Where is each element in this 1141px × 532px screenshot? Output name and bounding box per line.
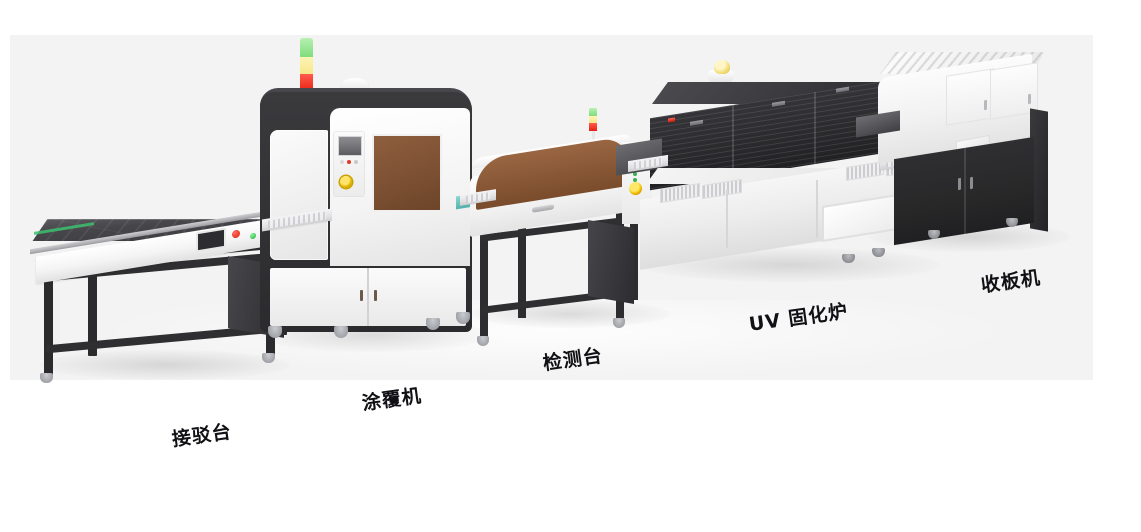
stack-light-red bbox=[300, 74, 313, 92]
collector-lower-handle-right[interactable] bbox=[970, 176, 973, 190]
pilot-lamp-gray[interactable] bbox=[354, 160, 358, 164]
machine-uv-curing-oven[interactable] bbox=[616, 60, 946, 270]
oven-foot-right bbox=[872, 248, 885, 257]
caster-front-mid bbox=[334, 326, 348, 338]
table-leg-back-right bbox=[630, 196, 638, 300]
table-foot-front-left bbox=[40, 373, 53, 383]
table-leg-back-left bbox=[518, 214, 526, 318]
table-leg-back-left bbox=[88, 251, 97, 356]
collector-lower-handle-left[interactable] bbox=[958, 177, 961, 191]
stack-light-green bbox=[589, 108, 597, 116]
emergency-stop-button[interactable] bbox=[340, 176, 352, 188]
link-conveyor-grille bbox=[466, 192, 490, 203]
pilot-lamp-red[interactable] bbox=[347, 160, 351, 164]
table-leg-front-left bbox=[44, 260, 53, 378]
pilot-lamp-green2[interactable] bbox=[633, 178, 637, 182]
collector-upper-door-left[interactable] bbox=[946, 68, 994, 126]
collector-upper-handle-right[interactable] bbox=[1028, 93, 1031, 105]
oven-foot-left bbox=[842, 254, 855, 263]
control-display[interactable] bbox=[338, 136, 362, 156]
table-leg-front-left bbox=[480, 224, 488, 340]
base-panel-seam-1 bbox=[726, 189, 728, 249]
emergency-stop-button[interactable] bbox=[629, 182, 642, 195]
base-panel-seam-2 bbox=[816, 179, 818, 239]
collector-upper-handle-left[interactable] bbox=[984, 99, 987, 111]
table-foot-front-right bbox=[262, 353, 275, 363]
inspect-electrical-box bbox=[588, 219, 634, 305]
chamber-door-seam-2 bbox=[814, 91, 816, 165]
stack-light-green bbox=[300, 38, 313, 57]
pilot-lamp-green[interactable] bbox=[633, 172, 637, 176]
table-foot-front-right bbox=[613, 318, 625, 328]
caster-front-right bbox=[426, 318, 440, 330]
machine-coater[interactable] bbox=[248, 38, 488, 382]
collector-foot-right bbox=[1006, 218, 1018, 227]
label-transfer-table: 接驳台 bbox=[170, 420, 234, 451]
collector-lower-door-seam bbox=[964, 147, 966, 235]
cabinet-door-seam bbox=[367, 268, 369, 326]
collector-foot-left bbox=[928, 230, 940, 239]
pilot-lamp-white[interactable] bbox=[340, 160, 344, 164]
cabinet-handle-left[interactable] bbox=[360, 290, 363, 301]
inspection-window bbox=[372, 134, 442, 212]
machine-board-collector[interactable] bbox=[856, 52, 1072, 262]
enclosure-left-panel bbox=[270, 130, 328, 260]
caster-back-right bbox=[456, 312, 470, 324]
table-foot-front-left bbox=[477, 336, 489, 346]
stack-light-red bbox=[589, 123, 597, 131]
stack-light-yellow bbox=[300, 57, 313, 74]
warning-dome-light bbox=[714, 60, 730, 74]
stack-light-yellow bbox=[589, 116, 597, 123]
label-coater: 涂覆机 bbox=[360, 384, 424, 415]
chamber-door-seam-1 bbox=[732, 104, 734, 178]
cabinet-handle-right[interactable] bbox=[374, 290, 377, 301]
caster-front-left bbox=[268, 326, 282, 338]
oven-lamp-base bbox=[708, 70, 734, 84]
